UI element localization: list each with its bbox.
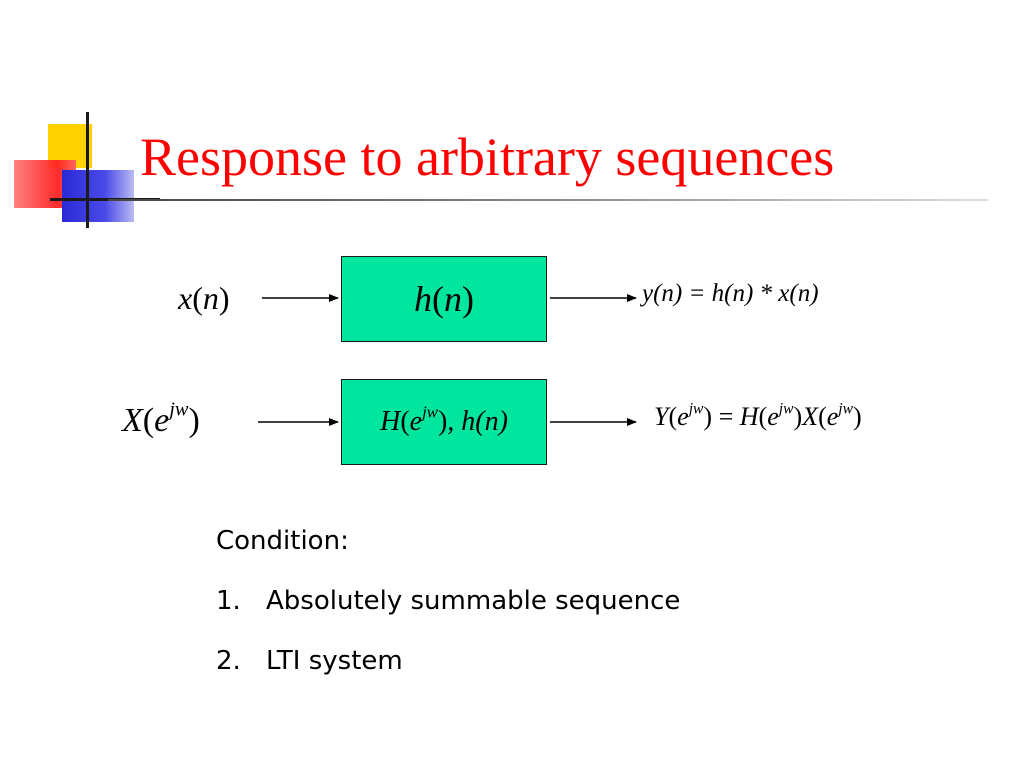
input-spectrum: X(ejw): [122, 398, 200, 439]
condition-item: 2.LTI system: [216, 646, 403, 676]
logo-vertical-line: [86, 112, 89, 228]
title-underline: [108, 199, 988, 201]
input-signal-time: x(n): [178, 280, 230, 316]
output-equation-frequency: Y(ejw) = H(ejw)X(ejw): [654, 400, 862, 431]
logo-blue-square: [62, 170, 134, 222]
condition-item: 1.Absolutely summable sequence: [216, 586, 681, 616]
slide-title: Response to arbitrary sequences: [140, 127, 835, 187]
logo-horizontal-line: [50, 198, 160, 201]
impulse-response-label: h(n): [414, 279, 474, 319]
system-block-frequency: H(ejw), h(n): [341, 379, 547, 465]
output-equation-time: y(n) = h(n) * x(n): [642, 280, 819, 307]
condition-heading: Condition:: [216, 526, 349, 556]
frequency-response-label: H(ejw), h(n): [380, 402, 508, 437]
system-block-time: h(n): [341, 256, 547, 342]
